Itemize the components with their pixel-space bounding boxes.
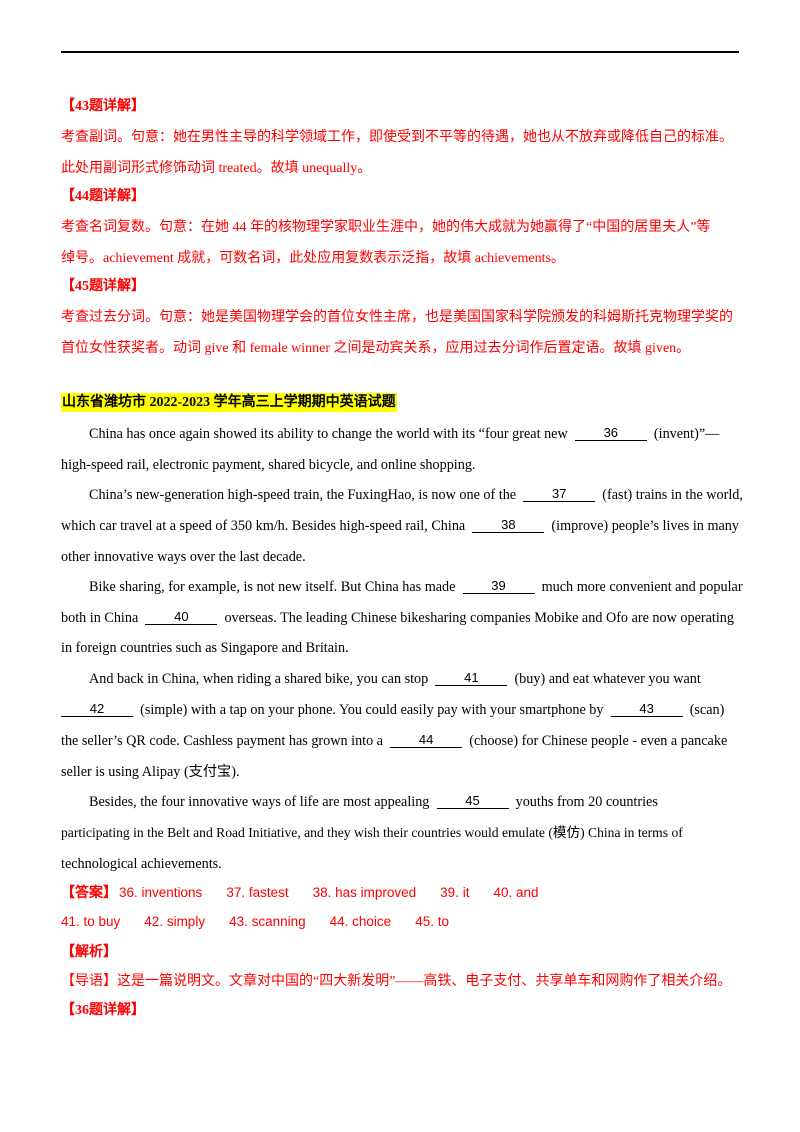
passage-line: which car travel at a speed of 350 km/h.… <box>61 517 739 535</box>
answer-item: 38. has improved <box>312 885 417 900</box>
passage-line: China has once again showed its ability … <box>89 425 720 443</box>
blank-44[interactable]: 44 <box>390 733 463 748</box>
passage-line: high-speed rail, electronic payment, sha… <box>61 457 476 473</box>
guide-text: 【导语】这是一篇说明文。文章对中国的“四大新发明”——高铁、电子支付、共享单车和… <box>61 974 732 989</box>
answer-item: 45. to <box>415 914 449 929</box>
answer-item: 36. inventions <box>119 885 203 900</box>
answer-key-row: 41. to buy 42. simply 43. scanning 44. choi… <box>61 912 473 932</box>
blank-41[interactable]: 41 <box>435 671 508 686</box>
answer-item: 40. and <box>493 885 539 900</box>
answer-item: 42. simply <box>144 914 206 929</box>
header-rule <box>61 51 739 53</box>
q44-explanation-line1: 考查名词复数。句意：在她 44 年的核物理学家职业生涯中，她的伟大成就为她赢得了… <box>61 220 711 235</box>
answer-label: 【答案】 <box>61 886 117 901</box>
blank-37[interactable]: 37 <box>523 487 596 502</box>
q45-explanation-line1: 考查过去分词。句意：她是美国物理学会的首位女性主席，也是美国国家科学院颁发的科姆… <box>61 310 733 325</box>
blank-38[interactable]: 38 <box>472 518 545 533</box>
passage-line: seller is using Alipay (支付宝). <box>61 764 240 780</box>
blank-42[interactable]: 42 <box>61 702 133 717</box>
exam-title: 山东省潍坊市 2022-2023 学年高三上学期期中英语试题 <box>61 393 397 412</box>
passage-line: Bike sharing, for example, is not new it… <box>89 578 743 596</box>
passage-line: the seller’s QR code. Cashless payment h… <box>61 732 728 750</box>
q44-heading: 【44题详解】 <box>61 189 145 204</box>
passage-line: both in China 40 overseas. The leading C… <box>61 609 734 627</box>
blank-36[interactable]: 36 <box>574 426 647 441</box>
blank-45[interactable]: 45 <box>436 794 509 809</box>
q43-heading: 【43题详解】 <box>61 99 145 114</box>
blank-40[interactable]: 40 <box>145 610 218 625</box>
passage-line: in foreign countries such as Singapore a… <box>61 640 349 656</box>
q36-heading: 【36题详解】 <box>61 1003 145 1018</box>
q43-explanation-line1: 考查副词。句意：她在男性主导的科学领域工作，即使受到不平等的待遇，她也从不放弃或… <box>61 130 733 145</box>
passage-line: 42 (simple) with a tap on your phone. Yo… <box>61 700 740 720</box>
passage-line: Besides, the four innovative ways of lif… <box>89 793 658 811</box>
blank-43[interactable]: 43 <box>610 702 683 717</box>
q45-heading: 【45题详解】 <box>61 279 145 294</box>
passage-line: participating in the Belt and Road Initi… <box>61 825 683 840</box>
passage-line: technological achievements. <box>61 856 222 872</box>
answer-key-row: 【答案】36. inventions 37. fastest 38. has imp… <box>61 883 563 904</box>
q43-explanation-line2: 此处用副词形式修饰动词 treated。故填 unequally。 <box>61 161 372 176</box>
passage-line: other innovative ways over the last deca… <box>61 549 306 565</box>
analysis-heading: 【解析】 <box>61 945 117 960</box>
passage-line: China’s new-generation high-speed train,… <box>89 486 743 504</box>
answer-item: 37. fastest <box>226 885 289 900</box>
q44-explanation-line2: 绰号。achievement 成就，可数名词，此处应用复数表示泛指，故填 ach… <box>61 251 565 266</box>
q45-explanation-line2: 首位女性获奖者。动词 give 和 female winner 之间是动宾关系，… <box>61 341 691 356</box>
answer-item: 43. scanning <box>229 914 306 929</box>
blank-39[interactable]: 39 <box>462 579 535 594</box>
answer-item: 39. it <box>440 885 470 900</box>
answer-item: 41. to buy <box>61 914 121 929</box>
passage-line: And back in China, when riding a shared … <box>89 670 701 688</box>
answer-item: 44. choice <box>329 914 392 929</box>
